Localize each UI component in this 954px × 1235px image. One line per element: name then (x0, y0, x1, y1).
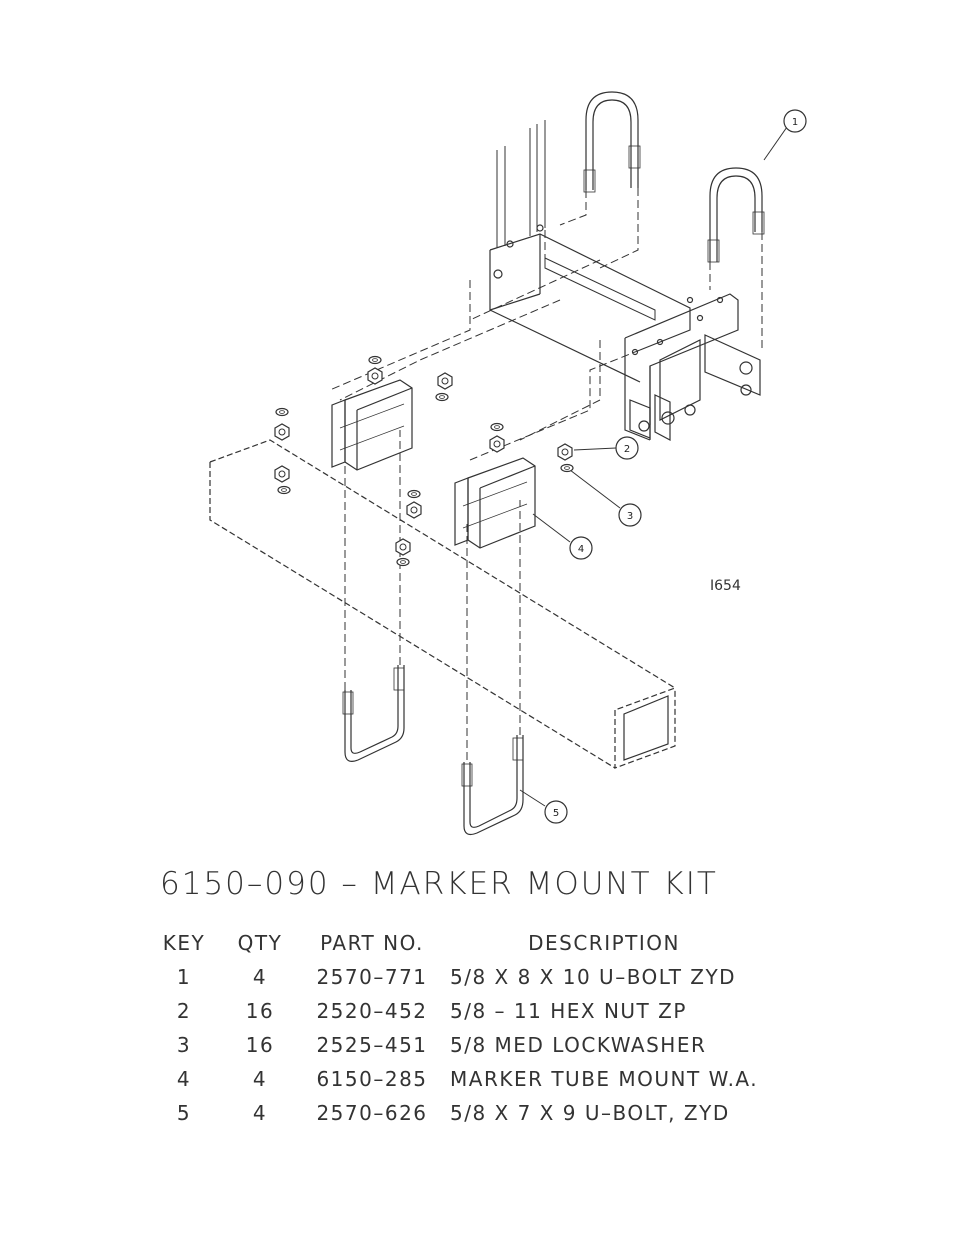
callout-leaders (520, 127, 787, 806)
upper-u-bolt-right (708, 168, 764, 262)
callout-3-label: 3 (627, 511, 633, 522)
callout-5-label: 5 (553, 808, 559, 819)
row-description: 5/8 X 8 X 10 U–BOLT ZYD (442, 960, 758, 994)
row-qty: 4 (218, 1096, 302, 1130)
row-part-no: 2520–452 (302, 994, 442, 1028)
row-key: 4 (150, 1062, 218, 1096)
row-key: 2 (150, 994, 218, 1028)
table-row: 4 4 6150–285 MARKER TUBE MOUNT W.A. (150, 1062, 758, 1096)
row-key: 1 (150, 960, 218, 994)
row-key: 3 (150, 1028, 218, 1062)
marker-tube-guides (497, 120, 545, 248)
table-row: 3 16 2525–451 5/8 MED LOCKWASHER (150, 1028, 758, 1062)
callout-4-label: 4 (578, 544, 584, 555)
row-description: 5/8 MED LOCKWASHER (442, 1028, 758, 1062)
drawing-number: I654 (710, 578, 741, 594)
row-qty: 16 (218, 1028, 302, 1062)
row-part-no: 2570–626 (302, 1096, 442, 1130)
callout-2: 2 (616, 437, 638, 459)
kit-title: 6150–090 – MARKER MOUNT KIT (160, 866, 718, 902)
header-qty: QTY (218, 926, 302, 960)
row-part-no: 2570–771 (302, 960, 442, 994)
header-key: KEY (150, 926, 218, 960)
row-qty: 4 (218, 960, 302, 994)
lower-u-bolt-right (462, 735, 523, 834)
table-row: 1 4 2570–771 5/8 X 8 X 10 U–BOLT ZYD (150, 960, 758, 994)
assembly-guide-lines (330, 188, 762, 760)
row-description: 5/8 – 11 HEX NUT ZP (442, 994, 758, 1028)
row-description: 5/8 X 7 X 9 U–BOLT, ZYD (442, 1096, 758, 1130)
upper-u-bolt-left (584, 92, 640, 192)
row-key: 5 (150, 1096, 218, 1130)
header-description: DESCRIPTION (442, 926, 758, 960)
callout-1-label: 1 (792, 117, 798, 128)
callout-1: 1 (784, 110, 806, 132)
row-description: MARKER TUBE MOUNT W.A. (442, 1062, 758, 1096)
row-part-no: 6150–285 (302, 1062, 442, 1096)
header-part-no: PART NO. (302, 926, 442, 960)
lower-u-bolt-left (343, 665, 404, 761)
parts-table-header: KEY QTY PART NO. DESCRIPTION (150, 926, 758, 960)
callout-4: 4 (570, 537, 592, 559)
row-qty: 4 (218, 1062, 302, 1096)
row-qty: 16 (218, 994, 302, 1028)
row-part-no: 2525–451 (302, 1028, 442, 1062)
table-row: 5 4 2570–626 5/8 X 7 X 9 U–BOLT, ZYD (150, 1096, 758, 1130)
callout-5: 5 (545, 801, 567, 823)
marker-tube-mount-right (455, 458, 535, 548)
parts-table: KEY QTY PART NO. DESCRIPTION 1 4 2570–77… (150, 926, 758, 1130)
table-row: 2 16 2520–452 5/8 – 11 HEX NUT ZP (150, 994, 758, 1028)
toolbar-bar (490, 225, 690, 382)
exploded-assembly-diagram: 1 2 3 4 5 I654 (0, 0, 954, 860)
callout-3: 3 (619, 504, 641, 526)
callout-2-label: 2 (624, 444, 630, 455)
